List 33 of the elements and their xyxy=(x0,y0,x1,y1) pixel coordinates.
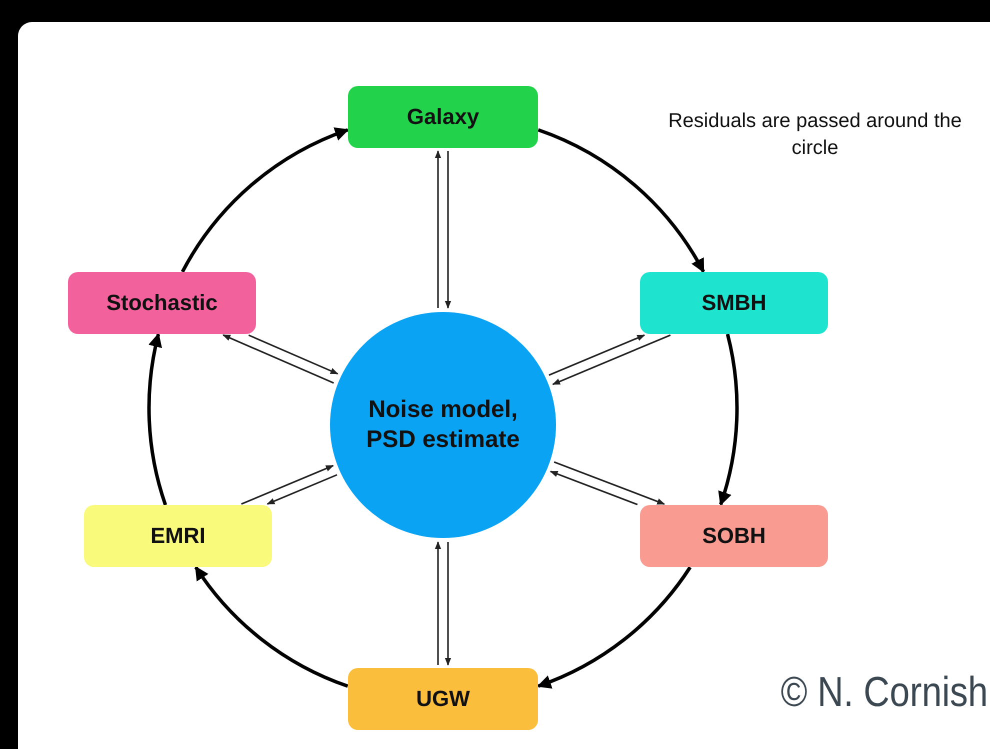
arrow xyxy=(554,461,666,505)
module-box xyxy=(640,505,828,567)
node-label: Galaxy xyxy=(406,103,480,131)
arrow xyxy=(248,334,338,375)
node-label: EMRI xyxy=(150,522,206,550)
module-box xyxy=(84,505,272,567)
credit-text: © N. Cornish xyxy=(780,668,988,716)
module-box xyxy=(348,86,538,148)
arrow xyxy=(434,150,442,308)
node-label: SOBH xyxy=(701,522,767,550)
node-label: Noise model, PSD estimate xyxy=(365,395,521,455)
arrow xyxy=(552,334,671,386)
arrow xyxy=(548,334,646,376)
module-box xyxy=(348,668,538,730)
cycle-arrow xyxy=(194,566,348,688)
module-box xyxy=(640,272,828,334)
arrow xyxy=(222,334,334,384)
cycle-arrow xyxy=(147,332,168,506)
note-text: Residuals are passed around the circle xyxy=(667,109,963,161)
node-label: UGW xyxy=(415,685,471,713)
node-label: Stochastic xyxy=(105,289,219,317)
arrow xyxy=(444,151,452,309)
cycle-arrow xyxy=(536,566,692,688)
cycle-arrow xyxy=(538,128,705,273)
arrow xyxy=(434,541,442,665)
cycle-arrow xyxy=(180,128,350,273)
arrow xyxy=(550,470,638,506)
arrow xyxy=(444,542,452,666)
cycle-arrow xyxy=(717,334,739,506)
arrow xyxy=(241,464,334,505)
module-box xyxy=(68,272,256,334)
node-label: SMBH xyxy=(700,289,768,317)
arrow xyxy=(266,474,338,505)
